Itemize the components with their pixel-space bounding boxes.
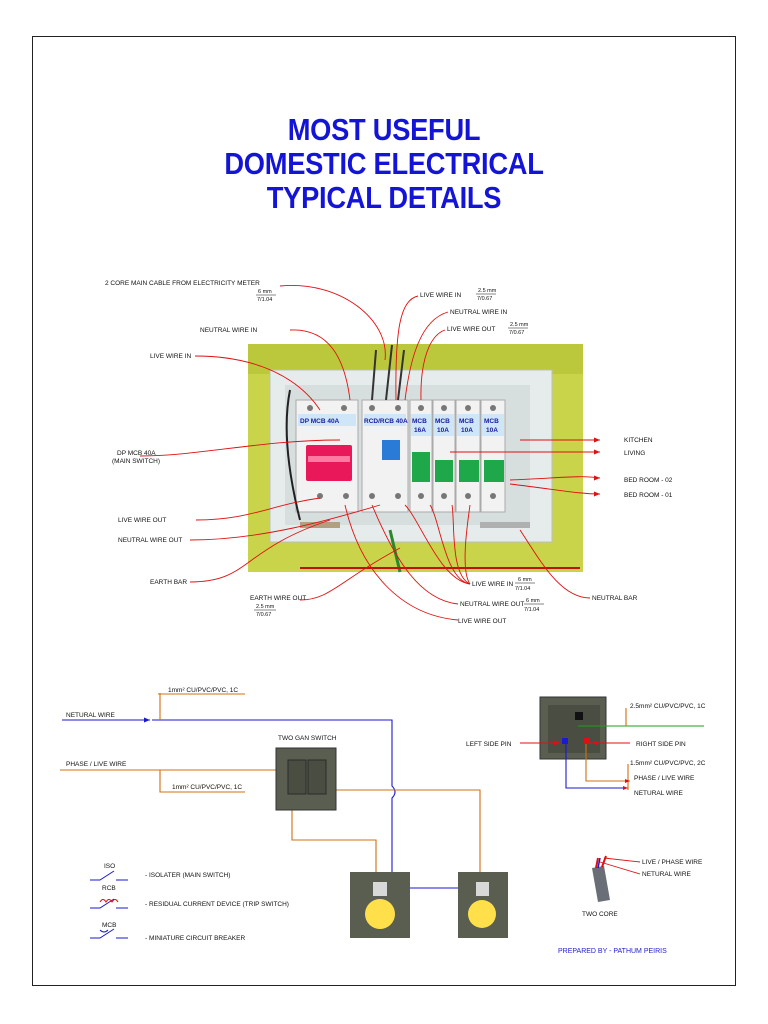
title-line-2: DOMESTIC ELECTRICAL <box>224 146 544 181</box>
board-leader-lines <box>139 284 601 621</box>
label-two-core-live: LIVE / PHASE WIRE <box>642 859 703 866</box>
legend-rcb-symbol: RCB <box>102 885 116 892</box>
module-rcd: RCD/RCB 40A <box>364 418 408 425</box>
label-socket-cable-bottom: 1.5mm² CU/PVC/PVC, 2C <box>630 760 706 767</box>
label-live-out-right: LIVE WIRE OUT <box>447 326 495 333</box>
socket-outlet <box>539 696 607 760</box>
label-live-out-right-size-bottom: 7/0.67 <box>509 330 524 336</box>
legend-iso-symbol: ISO <box>104 863 115 870</box>
bulb-right <box>458 872 508 938</box>
label-two-core-caption: TWO CORE <box>582 911 618 918</box>
label-two-gang-switch: TWO GAN SWITCH <box>278 735 337 742</box>
label-earth-out-size-top: 2.5 mm <box>256 604 275 610</box>
legend-rcb-text: - RESIDUAL CURRENT DEVICE (TRIP SWITCH) <box>145 901 289 908</box>
label-right-side-pin: RIGHT SIDE PIN <box>636 741 686 748</box>
title-line-3: TYPICAL DETAILS <box>266 180 502 215</box>
label-live-in-bottom-size-bottom: 7/1.04 <box>515 586 530 592</box>
label-dp-mcb: DP MCB 40A <box>117 450 156 457</box>
label-two-core-neutral: NETURAL WIRE <box>642 871 692 878</box>
label-bed1: BED ROOM - 01 <box>624 492 673 499</box>
label-neutral-out-bottom-size-top: 6 mm <box>526 598 540 604</box>
label-neutral-out-bottom: NEUTRAL WIRE OUT <box>460 601 524 608</box>
label-socket-phase: PHASE / LIVE WIRE <box>634 775 695 782</box>
two-core-cable <box>592 855 610 902</box>
module-mcb3-a: MCB <box>459 418 474 425</box>
module-mcb2-a: MCB <box>435 418 450 425</box>
board-arrow-heads <box>594 437 600 497</box>
module-mcb4-a: MCB <box>484 418 499 425</box>
label-dp-mcb-sub: (MAIN SWITCH) <box>112 458 160 465</box>
label-earth-out: EARTH WIRE OUT <box>250 595 306 602</box>
label-live-in-right-size-top: 2.5 mm <box>478 288 497 294</box>
label-live-out-right-size-top: 2.5 mm <box>510 322 529 328</box>
label-main-cable-size-bottom: 7/1.04 <box>257 297 272 303</box>
two-gang-switch <box>275 747 337 811</box>
label-live-out-left: LIVE WIRE OUT <box>118 517 166 524</box>
label-left-side-pin: LEFT SIDE PIN <box>466 741 512 748</box>
label-earth-out-size-bottom: 7/0.67 <box>256 612 271 618</box>
label-living: LIVING <box>624 450 645 457</box>
module-mcb1-b: 16A <box>414 427 426 434</box>
label-live-in-bottom-size-top: 6 mm <box>518 577 532 583</box>
module-dp: DP MCB 40A <box>300 418 340 425</box>
page-frame <box>32 36 736 986</box>
label-main-cable-size-top: 6 mm <box>258 289 272 295</box>
label-live-in-right-size-bottom: 7/0.67 <box>477 296 492 302</box>
module-mcb1-a: MCB <box>412 418 427 425</box>
label-neutral-bar: NEUTRAL BAR <box>592 595 638 602</box>
label-main-cable: 2 CORE MAIN CABLE FROM ELECTRICITY METER <box>105 280 260 287</box>
label-neutral-in-right: NEUTRAL WIRE IN <box>450 309 507 316</box>
lighting-circuit-wires <box>60 693 481 889</box>
label-kitchen: KITCHEN <box>624 437 653 444</box>
module-mcb2-b: 10A <box>437 427 449 434</box>
bulb-left <box>350 872 410 938</box>
legend-mcb-symbol: MCB <box>102 922 116 929</box>
module-mcb4-b: 10A <box>486 427 498 434</box>
prepared-by: PREPARED BY - PATHUM PEIRIS <box>558 948 667 955</box>
label-earth-bar: EARTH BAR <box>150 579 187 586</box>
label-cable-1: 1mm² CU/PVC/PVC, 1C <box>168 687 238 694</box>
label-live-in-right: LIVE WIRE IN <box>420 292 461 299</box>
legend-iso-text: - ISOLATER (MAIN SWITCH) <box>145 872 230 879</box>
label-neutral-in: NEUTRAL WIRE IN <box>200 327 257 334</box>
label-live-in-bottom: LIVE WIRE IN <box>472 581 513 588</box>
label-phase-wire: PHASE / LIVE WIRE <box>66 761 127 768</box>
legend-mcb-text: - MINIATURE CIRCUIT BREAKER <box>145 935 245 942</box>
label-cable-2: 1mm² CU/PVC/PVC, 1C <box>172 784 242 791</box>
label-socket-neutral: NETURAL WIRE <box>634 790 684 797</box>
legend-symbols <box>90 870 128 939</box>
label-live-in: LIVE WIRE IN <box>150 353 191 360</box>
label-neutral-out-bottom-size-bottom: 7/1.04 <box>524 607 539 613</box>
rcb-coil-icon <box>99 899 119 903</box>
label-live-out-bottom: LIVE WIRE OUT <box>458 618 506 625</box>
distribution-board-photo: DP MCB 40A RCD/RCB 40A MCB 16A MCB 10A M… <box>248 344 583 573</box>
title-line-1: MOST USEFUL <box>287 112 481 147</box>
module-mcb3-b: 10A <box>461 427 473 434</box>
label-socket-cable-top: 2.5mm² CU/PVC/PVC, 1C <box>630 703 706 710</box>
label-neutral-wire: NETURAL WIRE <box>66 712 116 719</box>
label-bed2: BED ROOM - 02 <box>624 477 673 484</box>
label-neutral-out-left: NEUTRAL WIRE OUT <box>118 537 182 544</box>
mcb-curve-icon <box>99 929 109 933</box>
